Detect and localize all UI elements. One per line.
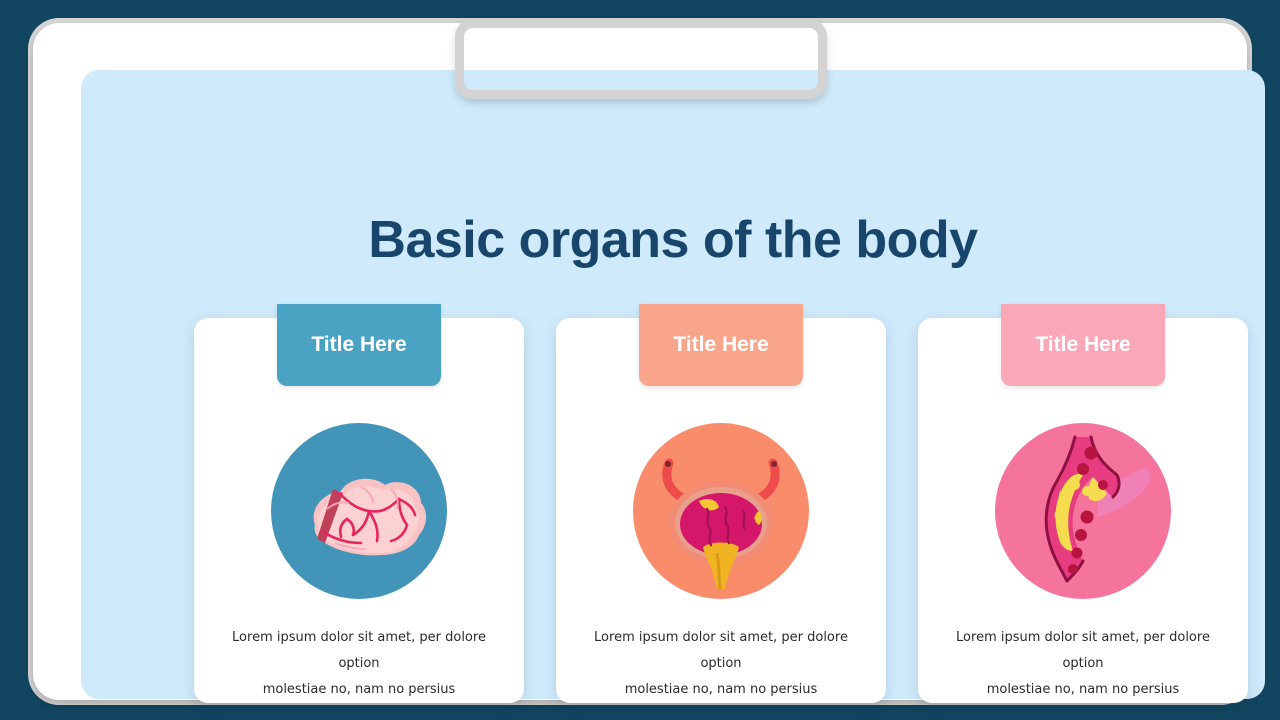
card-title-label: Title Here <box>673 333 769 356</box>
card-title-badge: Title Here <box>1001 304 1165 386</box>
card-body-line: molestiae no, nam no persius <box>262 682 456 697</box>
brain-icon <box>271 423 447 599</box>
card-body-line: Lorem ipsum dolor sit amet, per dolore o… <box>594 630 848 671</box>
organ-card[interactable]: Title Here <box>194 304 524 703</box>
artery-plaque-icon <box>995 423 1171 599</box>
page-title: Basic organs of the body <box>368 211 978 269</box>
card-row: Title Here <box>129 304 1280 703</box>
card-body-line: molestiae no, nam no persius <box>624 682 818 697</box>
card-body-line: molestiae no, nam no persius <box>986 682 1180 697</box>
organ-card[interactable]: Title Here <box>918 304 1248 703</box>
card-body-line: Lorem ipsum dolor sit amet, per dolore o… <box>232 630 486 671</box>
card-title-badge: Title Here <box>277 304 441 386</box>
organ-card[interactable]: Title Here <box>556 304 886 703</box>
device-frame: Basic organs of the body Title Here <box>33 23 1265 703</box>
card-body-text: Lorem ipsum dolor sit amet, per dolore o… <box>218 625 500 703</box>
card-body-text: Lorem ipsum dolor sit amet, per dolore o… <box>580 625 862 703</box>
bladder-icon <box>633 423 809 599</box>
card-body-line: Lorem ipsum dolor sit amet, per dolore o… <box>956 630 1210 671</box>
card-body-text: Lorem ipsum dolor sit amet, per dolore o… <box>942 625 1224 703</box>
card-title-label: Title Here <box>311 333 407 356</box>
device-camera-bar <box>455 19 827 99</box>
slide-screen: Basic organs of the body Title Here <box>81 70 1265 703</box>
card-title-label: Title Here <box>1035 333 1131 356</box>
card-title-badge: Title Here <box>639 304 803 386</box>
